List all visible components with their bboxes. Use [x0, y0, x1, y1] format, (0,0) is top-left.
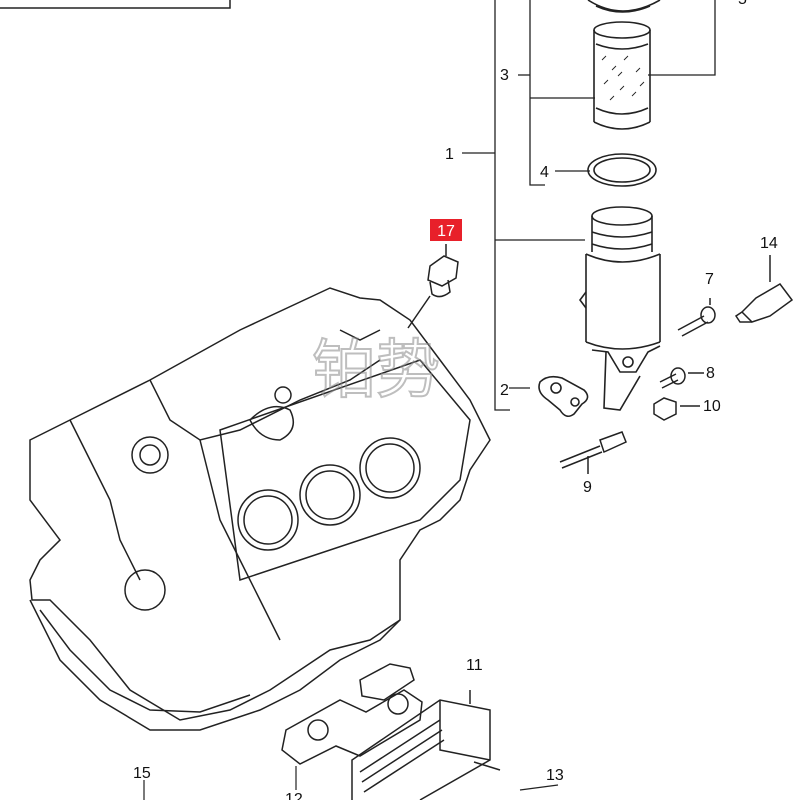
leader-lines [143, 387, 559, 800]
callout-5[interactable]: 5 [738, 0, 747, 8]
sensor-14 [734, 255, 794, 323]
pressure-switch-15 [407, 244, 459, 329]
gasket [538, 375, 589, 418]
nut-10 [653, 397, 700, 421]
callout-9[interactable]: 9 [583, 479, 592, 496]
callout-2[interactable]: 2 [500, 382, 509, 399]
stud-9 [559, 431, 627, 474]
frame-corner [0, 0, 231, 9]
filter-cap [587, 0, 661, 13]
filter-housing [579, 206, 661, 411]
callout-10[interactable]: 10 [703, 398, 721, 415]
callout-12[interactable]: 12 [285, 791, 303, 800]
callout-3[interactable]: 3 [500, 67, 509, 84]
o-ring [587, 153, 657, 187]
watermark: 铂势 [312, 334, 440, 408]
oil-cooler-gasket [281, 663, 423, 765]
callout-4[interactable]: 4 [540, 164, 549, 181]
callout-8[interactable]: 8 [706, 365, 715, 382]
leader-brackets [462, 0, 716, 411]
callout-17[interactable]: 15 [133, 765, 151, 782]
callout-15-highlight[interactable]: 17 [430, 219, 462, 241]
engine-block [29, 287, 491, 731]
callout-13[interactable]: 13 [546, 767, 564, 784]
oil-cooler [351, 690, 501, 800]
callout-14[interactable]: 14 [760, 235, 778, 252]
filter-element [593, 21, 651, 130]
bolt-8 [659, 367, 704, 389]
callout-15: 17 [437, 223, 455, 240]
bolt-7 [677, 298, 716, 337]
callout-11[interactable]: 11 [466, 657, 483, 674]
highlight-box [430, 219, 462, 241]
callout-1[interactable]: 1 [445, 146, 454, 163]
callout-7[interactable]: 7 [705, 271, 714, 288]
